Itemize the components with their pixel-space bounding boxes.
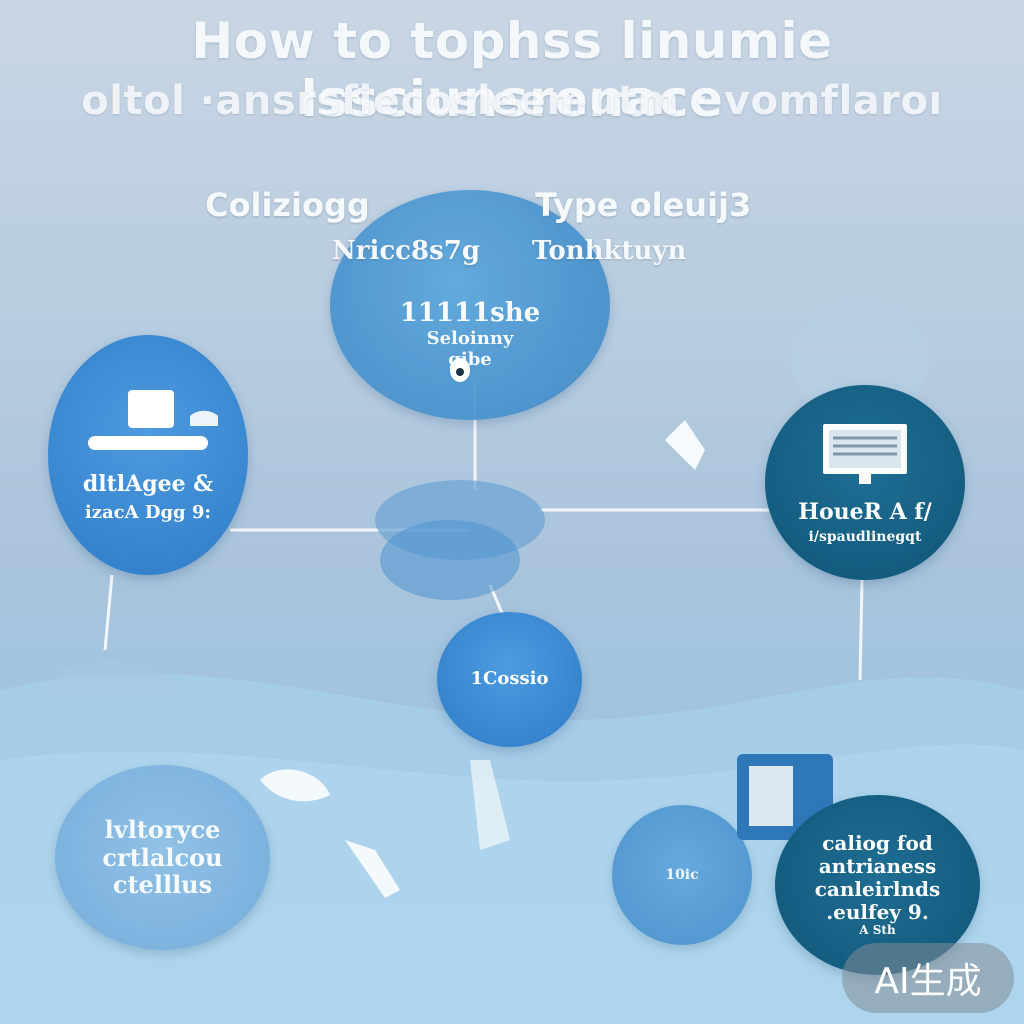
bottom-right-line3: canleirlnds — [814, 877, 941, 902]
top-left-label: Coliziogg — [205, 186, 370, 224]
bottom-right-small-label: 10ic — [665, 866, 699, 883]
center-node: 1Cossio — [437, 612, 582, 747]
top-sub-right: Tonhktuyn — [532, 236, 687, 266]
bottom-right-line1: caliog fod — [822, 831, 933, 856]
monitor-icon — [823, 423, 907, 484]
bottom-right-line4: .eulfey 9. — [826, 900, 929, 925]
right-node-line2: i/spaudlinegqt — [808, 529, 922, 546]
device-icon — [88, 390, 218, 450]
bottom-left-line3: ctelllus — [112, 870, 213, 900]
top-bubble-line3: gibe — [448, 348, 492, 370]
bottom-left-line2: crtlalcou — [102, 842, 223, 872]
top-bubble-line2: Seloinny — [426, 328, 514, 350]
bottom-right-line5: A Sth — [859, 923, 896, 938]
top-right-label: Type oleuij3 — [535, 186, 752, 224]
left-node-line2: izacA Dgg 9: — [84, 502, 212, 524]
bottom-left-line1: lvltoryce — [104, 815, 221, 845]
top-sub-left: Nricc8s7g — [332, 236, 481, 266]
top-bubble: 11111she Seloinny gibe — [330, 190, 610, 420]
page-title: How to tophss linumie lssciunsrenace — [191, 12, 833, 128]
bottom-right-small-node: 10ic — [612, 805, 752, 945]
center-node-label: 1Cossio — [470, 668, 549, 690]
right-node-line1: HoueR A f/ — [798, 498, 932, 525]
left-node: dltlAgee & izacA Dgg 9: — [48, 335, 248, 575]
ai-generated-badge: AI生成 — [842, 943, 1014, 1013]
bottom-right-line2: antrianess — [818, 854, 937, 879]
right-node: HoueR A f/ i/spaudlinegqt — [765, 385, 965, 580]
top-bubble-line1: 11111she — [399, 298, 541, 329]
bottom-left-node: lvltoryce crtlalcou ctelllus — [55, 765, 270, 950]
left-node-line1: dltlAgee & — [82, 471, 214, 497]
page-subtitle: oltol ·ansrsfiecosleemutm · vomflaroı — [81, 78, 943, 124]
